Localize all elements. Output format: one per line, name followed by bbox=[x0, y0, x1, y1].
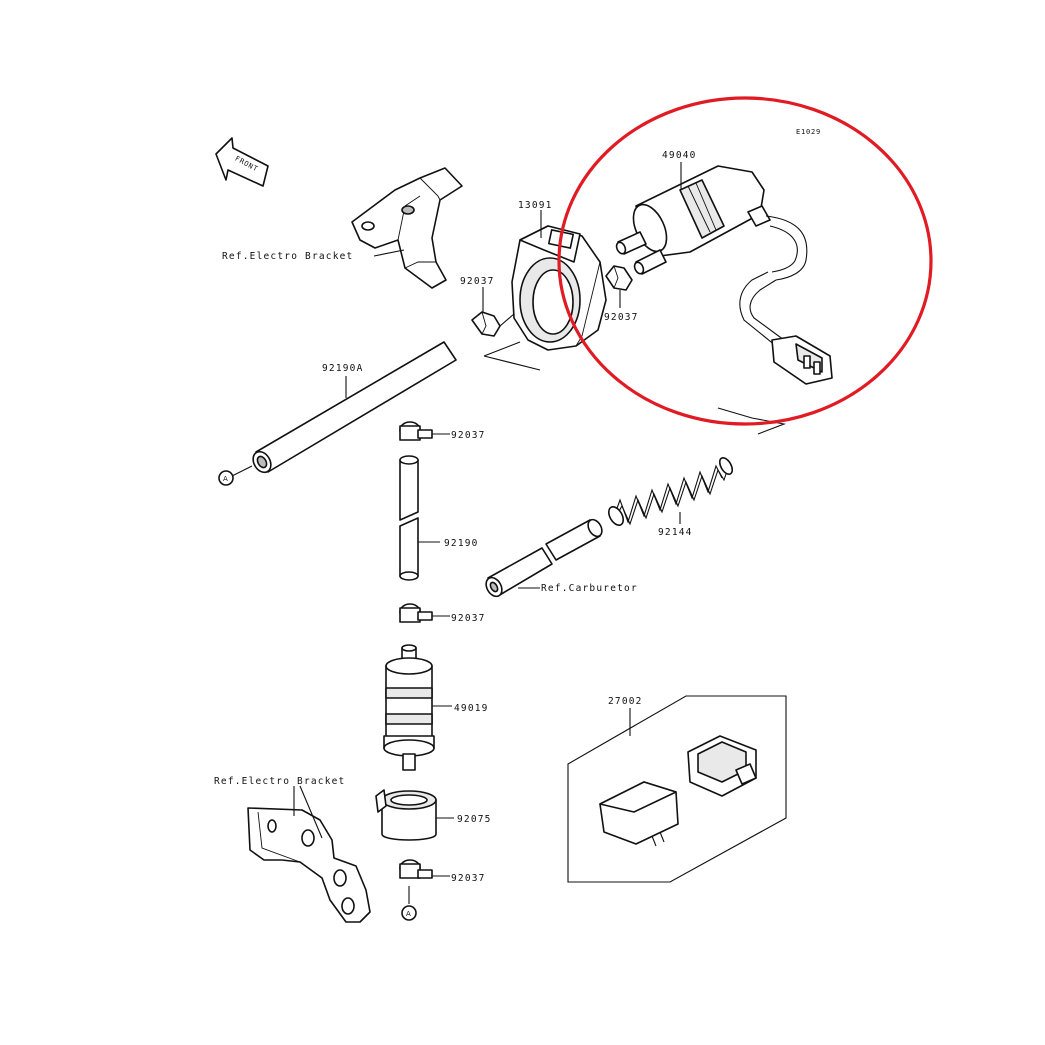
clamp-mid-1-label: 92037 bbox=[451, 430, 486, 441]
pump-bracket-label: 13091 bbox=[518, 200, 553, 211]
diagram-code: E1029 bbox=[796, 128, 821, 136]
clamp-bottom bbox=[399, 859, 433, 879]
ref-electro-bracket-bottom-label: Ref.Electro Bracket bbox=[214, 776, 345, 787]
spring-label: 92144 bbox=[658, 527, 693, 538]
electro-bracket-top bbox=[351, 167, 463, 289]
clamp-upper-left-label: 92037 bbox=[460, 276, 495, 287]
carburetor-hose bbox=[485, 518, 603, 598]
fuel-pump bbox=[615, 165, 833, 385]
relay-kit bbox=[567, 695, 787, 883]
clamp-mid-2 bbox=[399, 603, 433, 623]
marker-a-left: A bbox=[223, 475, 228, 483]
clamp-bottom-label: 92037 bbox=[451, 873, 486, 884]
clamp-mid-1 bbox=[399, 421, 433, 441]
clamp-upper-right bbox=[605, 265, 633, 291]
hose-long bbox=[252, 341, 457, 474]
hose-long-label: 92190A bbox=[322, 363, 364, 374]
filter-holder bbox=[375, 789, 437, 841]
fuel-filter-label: 49019 bbox=[454, 703, 489, 714]
pump-bracket bbox=[511, 225, 607, 351]
hose-mid-label: 92190 bbox=[444, 538, 479, 549]
highlight-circle bbox=[557, 96, 933, 426]
clamp-upper-left bbox=[471, 311, 501, 337]
filter-holder-label: 92075 bbox=[457, 814, 492, 825]
front-arrow-icon: FRONT bbox=[215, 137, 269, 187]
marker-a-bottom: A bbox=[406, 910, 411, 918]
relay-kit-label: 27002 bbox=[608, 696, 643, 707]
fuel-pump-label: 49040 bbox=[662, 150, 697, 161]
clamp-mid-2-label: 92037 bbox=[451, 613, 486, 624]
ref-electro-bracket-top-label: Ref.Electro Bracket bbox=[222, 251, 353, 262]
ref-carburetor-label: Ref.Carburetor bbox=[541, 583, 638, 594]
fuel-filter bbox=[383, 644, 435, 771]
clamp-upper-right-label: 92037 bbox=[604, 312, 639, 323]
electro-bracket-bottom bbox=[247, 807, 371, 923]
spring bbox=[607, 457, 734, 526]
hose-mid bbox=[399, 455, 419, 581]
